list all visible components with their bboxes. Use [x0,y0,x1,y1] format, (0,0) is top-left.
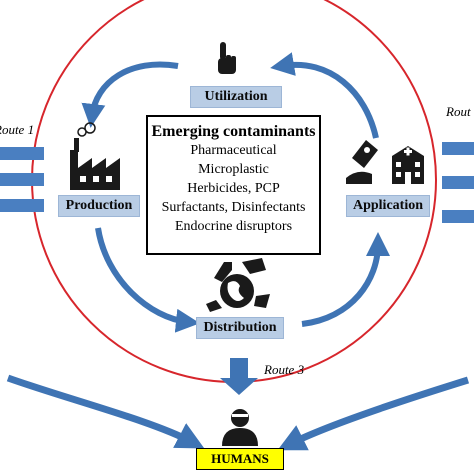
arrow-distribution-to-application [301,232,390,327]
route2-bars [442,142,474,223]
emerging-contaminants-box: Emerging contaminants Pharmaceutical Mic… [146,115,321,255]
pointing-hand-icon [218,42,236,74]
contaminant-item: Endocrine disruptors [174,219,293,234]
arrow-route3-down [220,358,258,395]
route1-label: Route 1 [0,122,35,137]
route1-bars [0,147,44,212]
bottle-icon [346,140,378,184]
center-title: Emerging contaminants [151,123,316,140]
arrow-application-to-utilization [270,52,379,139]
utilization-label: Utilization [190,86,282,108]
arrow-utilization-to-production [81,61,179,128]
person-icon [222,409,258,446]
production-label: Production [58,195,140,217]
contaminant-item: Pharmaceutical [190,143,277,158]
application-label: Application [346,195,430,217]
arrow-route-right-to-humans [277,376,470,451]
distribution-label: Distribution [196,317,284,339]
contaminant-item: Surfactants, Disinfectants [161,200,306,215]
humans-label: HUMANS [196,448,284,470]
route3-label: Route 3 [264,362,305,377]
arrow-production-to-distribution [95,227,200,333]
arrow-route-left-to-humans [6,374,205,449]
contaminant-item: Microplastic [198,162,269,177]
factory-icon [70,122,120,190]
contaminant-item: Herbicides, PCP [187,181,280,196]
hospital-icon [392,146,424,184]
globe-icon [206,258,270,312]
route2-label: Rout [446,104,471,119]
